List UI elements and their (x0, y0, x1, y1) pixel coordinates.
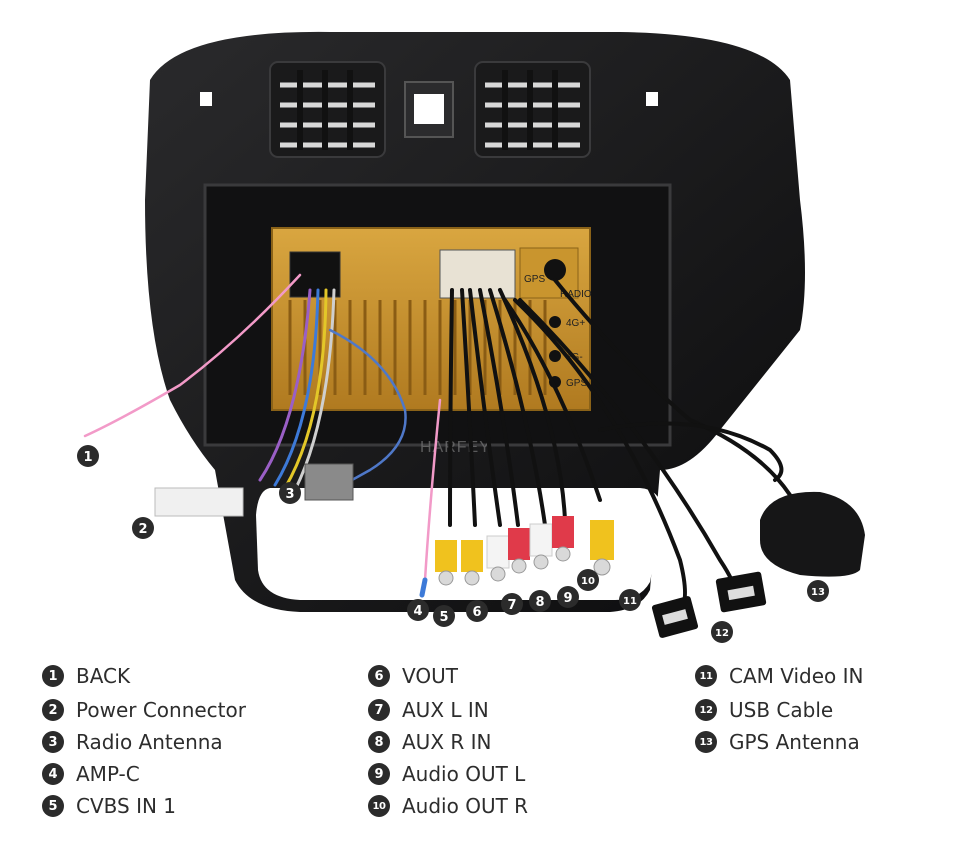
cables (83, 273, 792, 612)
callout-1: 1 (77, 445, 99, 467)
legend-label: BACK (76, 664, 131, 688)
svg-text:1: 1 (83, 450, 92, 465)
svg-text:12: 12 (715, 628, 729, 639)
callout-12: 12 (711, 621, 733, 643)
legend-number: 6 (368, 665, 390, 687)
air-vents (200, 61, 658, 158)
callout-8: 8 (529, 590, 551, 612)
svg-text:8: 8 (535, 595, 544, 610)
legend-item-audio-out-r: 10 Audio OUT R (368, 792, 528, 820)
gps2-port-label: GPS (566, 378, 587, 389)
callout-11: 11 (619, 589, 641, 611)
legend-label: Audio OUT R (402, 794, 529, 818)
legend-label: AMP-C (76, 762, 140, 786)
legend-item-amp-c: 4 AMP-C (42, 760, 140, 788)
legend-number: 9 (368, 763, 390, 785)
legend-number: 10 (368, 795, 390, 817)
legend-item-usb-cable: 12 USB Cable (695, 696, 833, 724)
gps-port-label: GPS (524, 274, 545, 285)
legend-label: Radio Antenna (76, 730, 223, 754)
legend-label: Power Connector (76, 698, 246, 722)
svg-text:2: 2 (138, 522, 147, 537)
svg-text:9: 9 (563, 591, 572, 606)
legend-item-power-connector: 2 Power Connector (42, 696, 246, 724)
legend-item-aux-l-in: 7 AUX L IN (368, 696, 489, 724)
legend-item-cvbs-in-1: 5 CVBS IN 1 (42, 792, 176, 820)
legend-label: CVBS IN 1 (76, 794, 177, 818)
legend-number: 5 (42, 795, 64, 817)
legend-number: 4 (42, 763, 64, 785)
legend: 1 BACK 2 Power Connector 3 Radio Antenna… (0, 655, 980, 855)
legend-label: VOUT (402, 664, 458, 688)
legend-item-audio-out-l: 9 Audio OUT L (368, 760, 525, 788)
connectors (154, 463, 865, 638)
legend-item-gps-antenna: 13 GPS Antenna (695, 728, 860, 756)
legend-item-vout: 6 VOUT (368, 662, 458, 690)
legend-number: 1 (42, 665, 64, 687)
legend-label: USB Cable (729, 698, 834, 722)
legend-label: CAM Video IN (729, 664, 864, 688)
legend-number: 3 (42, 731, 64, 753)
legend-item-cam-video-in: 11 CAM Video IN (695, 662, 864, 690)
callout-badges: 1 2 3 4 5 6 7 8 9 10 11 12 13 (77, 445, 829, 643)
legend-number: 12 (695, 699, 717, 721)
svg-text:10: 10 (581, 576, 595, 587)
callout-3: 3 (279, 482, 301, 504)
callout-9: 9 (557, 586, 579, 608)
watermark: HARFEY (420, 439, 491, 456)
product-photo: GPS RADIO 4G+ 4G- GPS HARFEY (77, 31, 865, 643)
svg-text:11: 11 (623, 596, 637, 607)
svg-text:3: 3 (285, 487, 294, 502)
svg-text:13: 13 (811, 587, 825, 598)
legend-number: 2 (42, 699, 64, 721)
legend-number: 13 (695, 731, 717, 753)
legend-item-aux-r-in: 8 AUX R IN (368, 728, 492, 756)
callout-4: 4 (407, 599, 429, 621)
legend-item-radio-antenna: 3 Radio Antenna (42, 728, 223, 756)
legend-label: Audio OUT L (402, 762, 526, 786)
svg-text:7: 7 (507, 598, 516, 613)
svg-text:6: 6 (472, 605, 481, 620)
callout-5: 5 (433, 605, 455, 627)
legend-item-back: 1 BACK (42, 662, 130, 690)
legend-label: AUX L IN (402, 698, 489, 722)
legend-label: AUX R IN (402, 730, 492, 754)
svg-text:4: 4 (413, 604, 422, 619)
legend-number: 7 (368, 699, 390, 721)
legend-number: 8 (368, 731, 390, 753)
callout-6: 6 (466, 600, 488, 622)
callout-7: 7 (501, 593, 523, 615)
legend-label: GPS Antenna (729, 730, 860, 754)
legend-number: 11 (695, 665, 717, 687)
callout-2: 2 (132, 517, 154, 539)
svg-text:5: 5 (439, 610, 448, 625)
4g-plus-label: 4G+ (566, 318, 585, 329)
callout-10: 10 (577, 569, 599, 591)
radio-port-label: RADIO (560, 289, 592, 300)
callout-13: 13 (807, 580, 829, 602)
